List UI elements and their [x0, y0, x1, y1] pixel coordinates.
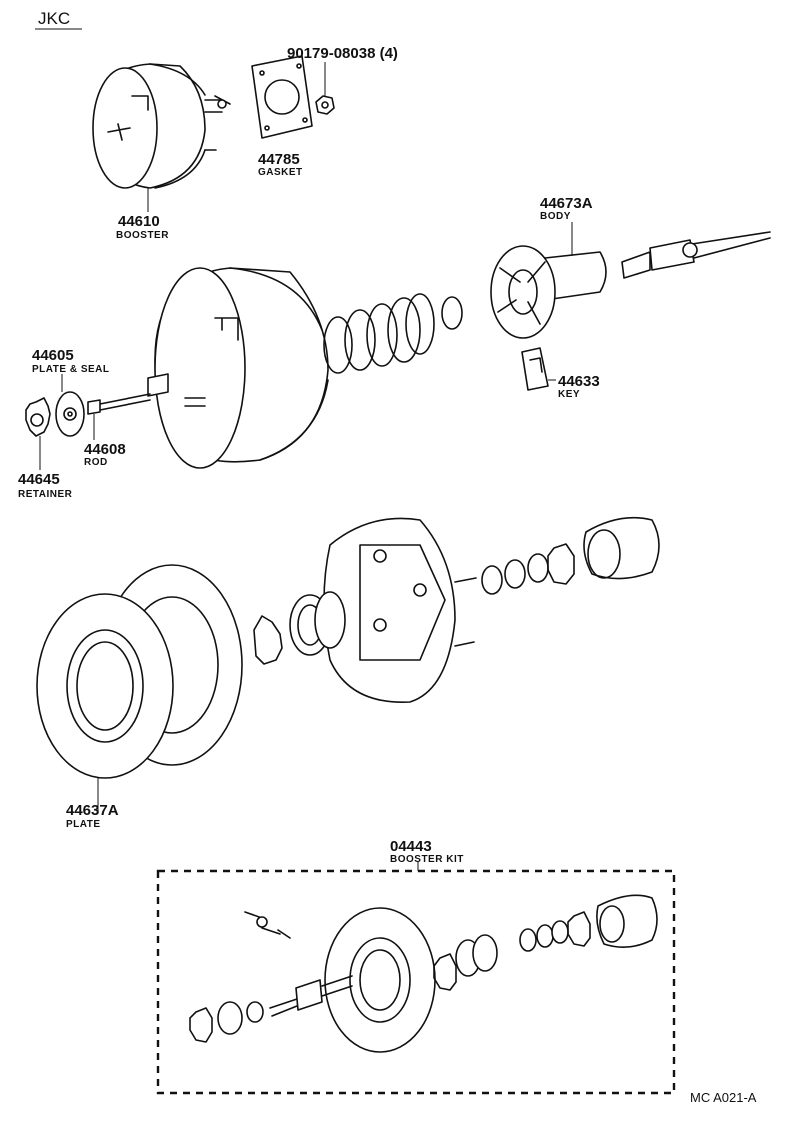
plate-seal-drawing [55, 374, 85, 437]
label-retainer-name: RETAINER [18, 489, 73, 500]
label-booster-name: BOOSTER [116, 230, 169, 241]
label-plate-name: PLATE [66, 819, 101, 830]
header-code-text: JKC [38, 9, 70, 28]
label-booster: 44610 BOOSTER [116, 188, 169, 241]
big-booster-drawing [87, 267, 329, 469]
label-rod-name: ROD [84, 457, 108, 468]
figure-reference-code: MC A021-A [690, 1090, 757, 1105]
gasket-drawing [251, 55, 313, 139]
booster-kit-box [156, 862, 676, 1095]
label-booster-kit: 04443 BOOSTER KIT [390, 838, 464, 865]
header-code: JKC [35, 9, 82, 30]
label-body: 44673A BODY [540, 195, 593, 222]
body-drawing [490, 222, 771, 339]
plate-drawing [36, 564, 243, 812]
label-retainer-number: 44645 [18, 471, 60, 488]
key-drawing [521, 347, 556, 391]
label-body-number: 44673A [540, 195, 593, 212]
label-rod-number: 44608 [84, 441, 126, 458]
label-plate-number: 44637A [66, 802, 119, 819]
label-booster-kit-number: 04443 [390, 838, 432, 855]
label-key-name: KEY [558, 389, 580, 400]
label-nut: 90179-08038 (4) [287, 45, 398, 62]
label-plate-seal: 44605 PLATE & SEAL [32, 347, 109, 375]
label-key: 44633 KEY [558, 373, 600, 400]
retainer-drawing [25, 397, 51, 470]
label-booster-kit-name: BOOSTER KIT [390, 854, 464, 865]
seal-set-drawing [481, 516, 660, 595]
label-nut-number: 90179-08038 (4) [287, 45, 398, 62]
label-gasket: 44785 GASKET [258, 151, 303, 178]
label-booster-number: 44610 [118, 213, 160, 230]
nut-drawing [315, 62, 335, 115]
label-retainer: 44645 RETAINER [18, 471, 73, 500]
label-plate-seal-number: 44605 [32, 347, 74, 364]
label-gasket-number: 44785 [258, 151, 300, 168]
label-body-name: BODY [540, 211, 571, 222]
label-plate-seal-name: PLATE & SEAL [32, 364, 109, 375]
label-gasket-name: GASKET [258, 167, 303, 178]
booster-assembly-drawing [92, 63, 231, 189]
rear-shell-drawing [253, 517, 477, 703]
label-rod: 44608 ROD [84, 414, 126, 468]
spring-drawing [323, 293, 463, 374]
label-key-number: 44633 [558, 373, 600, 390]
label-plate: 44637A PLATE [66, 802, 119, 830]
